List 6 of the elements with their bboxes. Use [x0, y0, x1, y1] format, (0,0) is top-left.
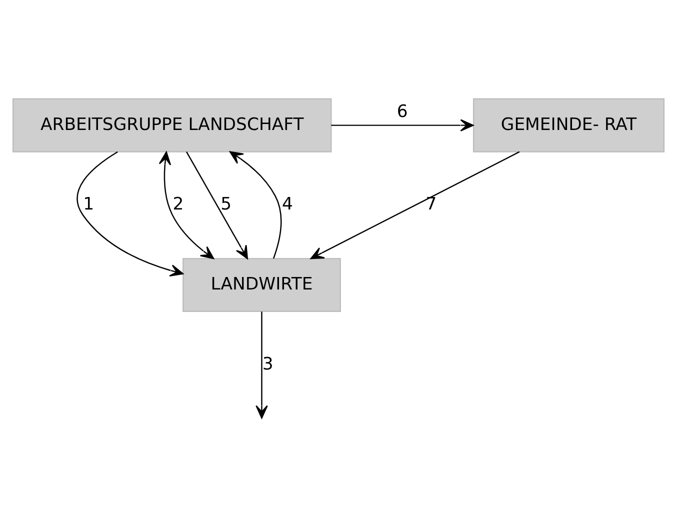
edge-label: 2: [172, 194, 184, 214]
edge-label: 5: [220, 194, 232, 214]
edge-label: 6: [396, 101, 408, 122]
edge-label: 4: [282, 194, 294, 214]
edge-label: 3: [262, 354, 274, 374]
edge-label: 1: [83, 194, 94, 214]
